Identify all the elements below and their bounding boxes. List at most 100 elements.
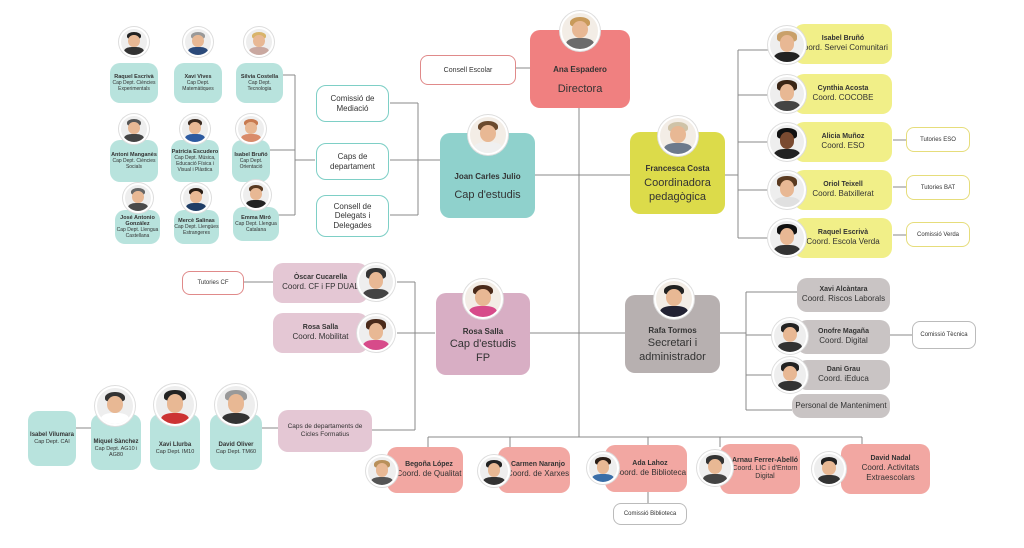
bottom-coord-name: Begoña López	[405, 461, 453, 469]
personal-manteniment-label: Personal de Manteniment	[795, 401, 887, 411]
tutories-bat-box[interactable]: Tutories BAT	[906, 175, 970, 200]
coord-name: Raquel Escrivà	[817, 229, 869, 237]
avatar	[119, 114, 149, 144]
avatar	[478, 455, 510, 487]
sec-coord-name: Dani Grau	[826, 366, 861, 374]
coord-name: Alicia Muñoz	[821, 133, 865, 141]
cap-dept-name: Mercè Salinas	[178, 217, 215, 224]
cap-dept-role: Cap Dept. Ciències Experimentals	[112, 80, 156, 93]
comissio-biblioteca-box[interactable]: Comissió Biblioteca	[613, 503, 687, 525]
bottom-coord-name: David Nadal	[870, 455, 911, 463]
cap-dept-role: Cap Dept. Llengua Catalana	[235, 221, 277, 234]
bottom-coord-role: Coord. de Xarxes	[506, 469, 570, 479]
cap-dept-name: Sílvia Costella	[240, 73, 279, 80]
caps-cicles-box[interactable]: Caps de departaments de Cicles Formatius	[278, 410, 372, 452]
avatar	[772, 318, 808, 354]
cap-fp-role: Cap d'estudis FP	[449, 337, 517, 364]
avatar	[768, 123, 806, 161]
tutories-cf-label: Tutories CF	[197, 280, 229, 286]
comissio-tecnica-box[interactable]: Comissió Tècnica	[912, 321, 976, 349]
avatar	[768, 219, 806, 257]
bottom-coord-name: Arnau Ferrer-Abelló	[731, 456, 799, 464]
caps-cicles-label: Caps de departaments de Cicles Formatius	[287, 422, 363, 438]
cicle-name: Isabel Vilumara	[30, 431, 74, 438]
comissio-mediacio-box[interactable]: Comissió de Mediació	[316, 85, 389, 122]
secretari-name: Rafa Tormos	[648, 326, 697, 336]
avatar	[119, 27, 149, 57]
sec-coord-name: Onofre Magaña	[818, 328, 869, 336]
caps-departament-box[interactable]: Caps de departament	[316, 143, 389, 180]
comissio-verda-label: Comissió Verda	[916, 231, 960, 238]
coordinadora-role: Coordinadora pedagògica	[644, 177, 711, 203]
avatar	[357, 263, 395, 301]
fp-coord-role: Coord. Mobilitat	[292, 332, 349, 342]
bottom-coord-role: Coord. de Biblioteca	[613, 467, 687, 477]
avatar	[180, 114, 210, 144]
director-role: Directora	[557, 82, 603, 95]
coord-role: Coord. COCOBE	[812, 93, 874, 103]
fp-coord-name: Òscar Cucarella	[293, 274, 348, 282]
cicle-name: Miquel Sànchez	[93, 438, 139, 445]
avatar	[768, 26, 806, 64]
bottom-coord-role: Coord. de Qualitat	[396, 469, 462, 479]
avatar	[772, 357, 808, 393]
coord-role: Coord. Servei Comunitari	[798, 43, 888, 53]
coordinadora-avatar	[658, 116, 698, 156]
personal-manteniment-card[interactable]: Personal de Manteniment	[792, 394, 890, 418]
fp-coord-role: Coord. CF i FP DUAL	[282, 282, 359, 292]
cap-estudis-role: Cap d'estudis	[454, 189, 521, 202]
cap-dept-role: Cap Dept. Llengua Castellana	[116, 227, 159, 240]
tutories-eso-box[interactable]: Tutories ESO	[906, 127, 970, 152]
consell-escolar-box[interactable]: Consell Escolar	[420, 55, 516, 85]
cap-dept-name: Raquel Escrivà	[114, 73, 154, 80]
cap-dept-name: José Antonio González	[120, 214, 155, 227]
consell-delegats-box[interactable]: Consell de Delegats i Delegades	[316, 195, 389, 237]
cap-fp-name: Rosa Salla	[462, 326, 504, 336]
tutories-cf-box[interactable]: Tutories CF	[182, 271, 244, 295]
coord-role: Coord. ESO	[821, 141, 865, 151]
cap-dept-name: Isabel Bruñó	[234, 151, 268, 158]
cap-dept-name: Patricia Escudero	[171, 148, 219, 155]
sec-coord-role: Coord. Digital	[819, 336, 868, 346]
comissio-mediacio-label: Comissió de Mediació	[330, 93, 375, 113]
avatar	[357, 314, 395, 352]
director-avatar	[560, 11, 600, 51]
avatar	[183, 27, 213, 57]
cap-dept-name: Emma Miró	[241, 214, 271, 221]
cicle-role: Cap Dept. CAI	[34, 438, 70, 445]
cap-fp-avatar	[463, 279, 503, 319]
comissio-verda-box[interactable]: Comissió Verda	[906, 222, 970, 247]
cap-dept-role: Cap Dept. Tecnologia	[247, 80, 272, 93]
avatar	[768, 75, 806, 113]
sec-coord-role: Coord. Riscos Laborals	[801, 294, 886, 304]
cap-estudis-avatar	[468, 115, 508, 155]
sec-coord-role: Coord. iEduca	[818, 374, 869, 384]
avatar	[236, 114, 266, 144]
bottom-coord-name: Carmen Naranjo	[510, 461, 566, 469]
